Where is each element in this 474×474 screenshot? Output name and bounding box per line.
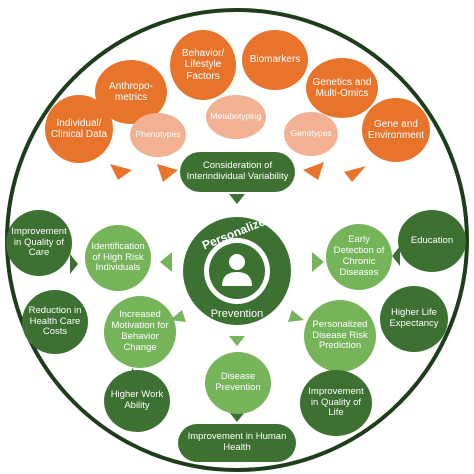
green-arrow (170, 310, 186, 322)
gene-environment-node: Gene and Environment (362, 98, 430, 162)
orange-arrow (157, 164, 178, 182)
green-arrow (312, 252, 324, 272)
education-node: Education (398, 210, 466, 272)
genetics-multiomics-node: Genetics and Multi-Omics (306, 58, 378, 118)
green-arrow (229, 412, 245, 422)
orange-arrow (110, 164, 132, 180)
person-icon (222, 254, 252, 286)
orange-arrow (303, 162, 324, 180)
disease-prevention-node: Disease Prevention (205, 352, 271, 414)
green-arrow (392, 246, 400, 266)
cost-reduction-node: Reduction in Health Care Costs (22, 290, 88, 354)
early-detection-node: Early Detection of Chronic Diseases (326, 224, 392, 290)
consideration-pill: Consideration of Interindividual Variabi… (180, 152, 295, 192)
green-arrow (288, 310, 304, 322)
quality-care-node: Improvement in Quality of Care (6, 210, 72, 276)
green-arrow (70, 254, 78, 274)
center-bottom-label: Prevention (210, 308, 264, 320)
life-expectancy-node: Higher Life Expectancy (380, 286, 448, 352)
green-arrow (229, 336, 245, 346)
green-arrow (160, 252, 172, 272)
phenotypes-node: Phenotypes (130, 113, 186, 157)
orange-arrow (344, 166, 366, 182)
identification-node: Identification of High Risk Individuals (85, 225, 151, 291)
green-arrow (229, 194, 245, 204)
human-health-pill: Improvement in Human Health (178, 424, 296, 462)
motivation-node: Increased Motivation for Behavior Change (104, 296, 176, 368)
quality-life-node: Improvement in Quality of Life (300, 370, 372, 436)
metabotyping-node: Metabotyping (206, 95, 266, 139)
genotypes-node: Genotypes (284, 112, 338, 156)
biomarkers-node: Biomarkers (242, 30, 308, 90)
work-ability-node: Higher Work Ability (104, 370, 170, 432)
behavior-lifestyle-node: Behavior/ Lifestyle Factors (170, 30, 236, 100)
risk-prediction-node: Personalized Disease Risk Prediction (304, 300, 376, 372)
